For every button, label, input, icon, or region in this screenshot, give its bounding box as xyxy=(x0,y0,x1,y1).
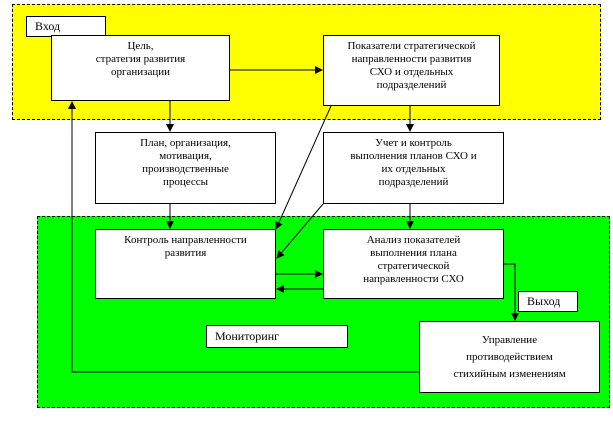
goal-strategy-box: Цель, стратегия развития организации xyxy=(51,35,230,101)
indicator-analysis-box: Анализ показателей выполнения плана стра… xyxy=(323,229,504,299)
input-label: Вход xyxy=(26,16,106,37)
direction-control-box: Контроль направленности развития xyxy=(95,229,276,299)
plan-organization-box: План, организация, мотивация, производст… xyxy=(95,132,276,204)
arrow-analysis-to-management xyxy=(504,263,519,321)
arrow-accounting-to-control xyxy=(276,203,324,259)
arrow-indicators-to-control xyxy=(275,105,332,230)
strategic-indicators-box: Показатели стратегической направленности… xyxy=(323,35,500,106)
monitoring-label: Мониторинг xyxy=(206,325,348,348)
arrow-management-to-goal xyxy=(68,101,419,373)
accounting-control-box: Учет и контроль выполнения планов СХО и … xyxy=(323,132,504,204)
output-label: Выход xyxy=(518,291,578,312)
counteraction-management-box: Управление противодействием стихийным из… xyxy=(419,321,600,393)
